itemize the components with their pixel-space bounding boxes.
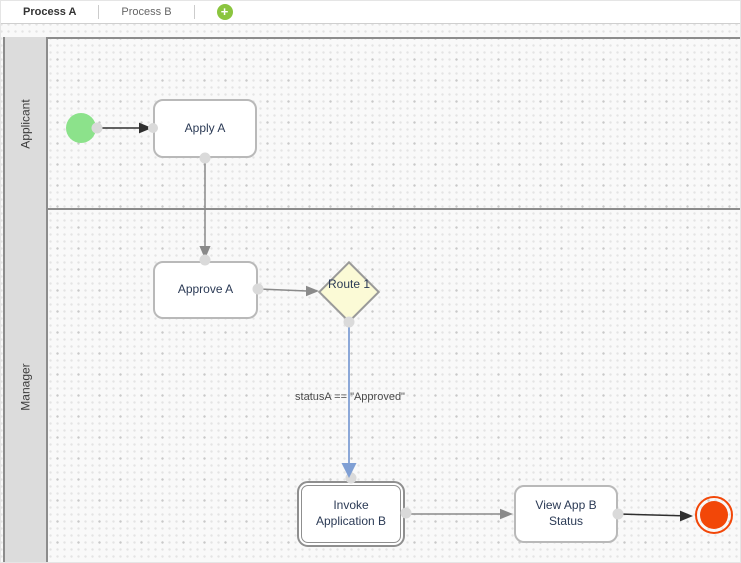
lane-manager[interactable]: Manager xyxy=(3,210,48,562)
subprocess-label: Invoke Application B xyxy=(315,498,387,528)
task-apply-a[interactable]: Apply A xyxy=(153,99,257,158)
task-view-app-b-status[interactable]: View App B Status xyxy=(514,485,618,543)
task-apply-a-label: Apply A xyxy=(184,120,226,135)
task-approve-a[interactable]: Approve A xyxy=(153,261,258,319)
tab-process-a[interactable]: Process A xyxy=(23,6,77,18)
plus-icon: + xyxy=(220,4,229,19)
subprocess-inner-border: Invoke Application B xyxy=(301,485,401,543)
add-process-button[interactable]: + xyxy=(216,4,233,20)
transition-condition-label[interactable]: statusA == "Approved" xyxy=(295,391,405,403)
lane-header-column xyxy=(3,37,48,562)
end-event-core xyxy=(700,501,728,529)
tab-process-b[interactable]: Process B xyxy=(121,6,172,18)
tab-divider xyxy=(193,5,195,19)
task-view-app-b-status-label: View App B Status xyxy=(535,498,597,528)
process-tab-bar: Process A Process B + xyxy=(1,1,740,24)
lane-divider xyxy=(3,208,740,210)
end-event-node[interactable] xyxy=(695,496,733,534)
diagram-canvas[interactable] xyxy=(1,24,740,562)
lane-manager-label: Manager xyxy=(18,363,33,411)
lane-applicant[interactable]: Applicant xyxy=(3,39,48,208)
lane-applicant-label: Applicant xyxy=(18,98,33,149)
start-event-node[interactable] xyxy=(66,113,96,143)
subprocess-invoke-application-b[interactable]: Invoke Application B xyxy=(297,481,405,547)
pool-top-border xyxy=(3,37,740,39)
tab-divider xyxy=(98,5,100,19)
task-approve-a-label: Approve A xyxy=(177,282,234,297)
